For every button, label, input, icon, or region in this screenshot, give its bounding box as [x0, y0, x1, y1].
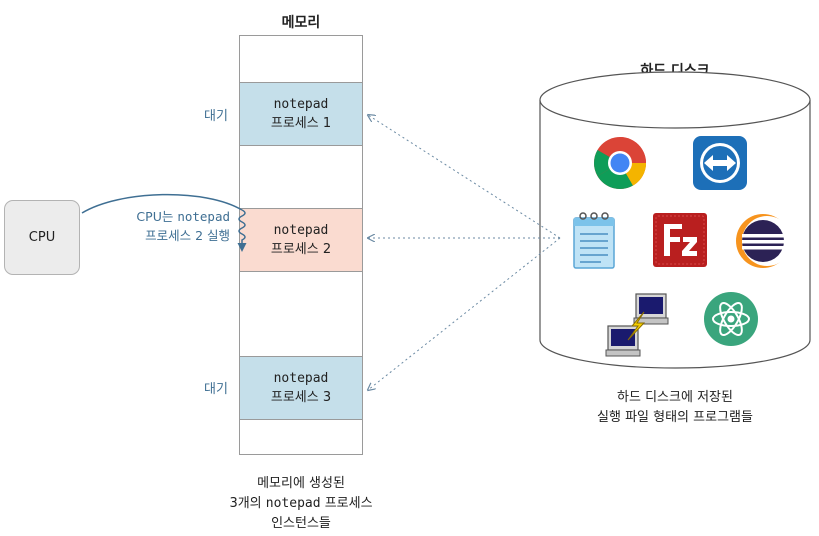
process-3-label: 프로세스 3 [270, 390, 332, 405]
process-3-name: notepad [273, 371, 329, 386]
chrome-icon [594, 137, 646, 189]
atom-icon [704, 292, 758, 346]
cpu-connector [81, 193, 243, 214]
eclipse-icon [736, 214, 792, 268]
process-1-state: 대기 [204, 109, 228, 124]
memory-caption-line2: 3개의 notepad 프로세스 [190, 494, 412, 514]
process-1-block: notepad 프로세스 1 [239, 82, 363, 146]
filezilla-icon [653, 213, 707, 267]
process-1-name: notepad [273, 97, 329, 112]
memory-caption-line2-post: 프로세스 [320, 496, 373, 511]
cpu-note: CPU는 notepad 프로세스 2 실행 [100, 207, 230, 245]
disk-caption: 하드 디스크에 저장된 실행 파일 형태의 프로그램들 [540, 388, 810, 428]
disk-caption-line1: 하드 디스크에 저장된 [617, 390, 733, 405]
process-2-block: notepad 프로세스 2 [239, 208, 363, 272]
disk-caption-line2: 실행 파일 형태의 프로그램들 [597, 410, 753, 425]
memory-caption-line2-pre: 3개의 [229, 496, 266, 511]
process-2-label: 프로세스 2 [270, 242, 332, 257]
cpu-note-line1-pre: CPU는 [136, 209, 178, 224]
execution-squiggle [237, 209, 247, 252]
memory-caption-line2-mono: notepad [265, 496, 321, 511]
arrow-to-process-1 [368, 115, 561, 239]
process-3-state: 대기 [204, 382, 228, 397]
process-2-name: notepad [273, 223, 329, 238]
cpu-note-line1: CPU는 notepad [100, 207, 230, 226]
cpu-box: CPU [4, 200, 80, 275]
memory-caption-line3: 인스턴스들 [271, 516, 331, 531]
notepad-icon [573, 212, 615, 269]
teamviewer-icon [693, 136, 747, 190]
process-1-label: 프로세스 1 [270, 116, 332, 131]
memory-title: 메모리 [281, 15, 321, 31]
arrow-to-process-3 [368, 237, 561, 390]
memory-caption-line1: 메모리에 생성된 [257, 476, 345, 491]
putty-icon [605, 293, 669, 357]
memory-caption: 메모리에 생성된 3개의 notepad 프로세스 인스턴스들 [190, 474, 412, 534]
cpu-note-line1-mono: notepad [177, 209, 230, 224]
cpu-label: CPU [28, 230, 56, 245]
cpu-note-line2: 프로세스 2 실행 [145, 228, 230, 243]
process-3-block: notepad 프로세스 3 [239, 356, 363, 420]
